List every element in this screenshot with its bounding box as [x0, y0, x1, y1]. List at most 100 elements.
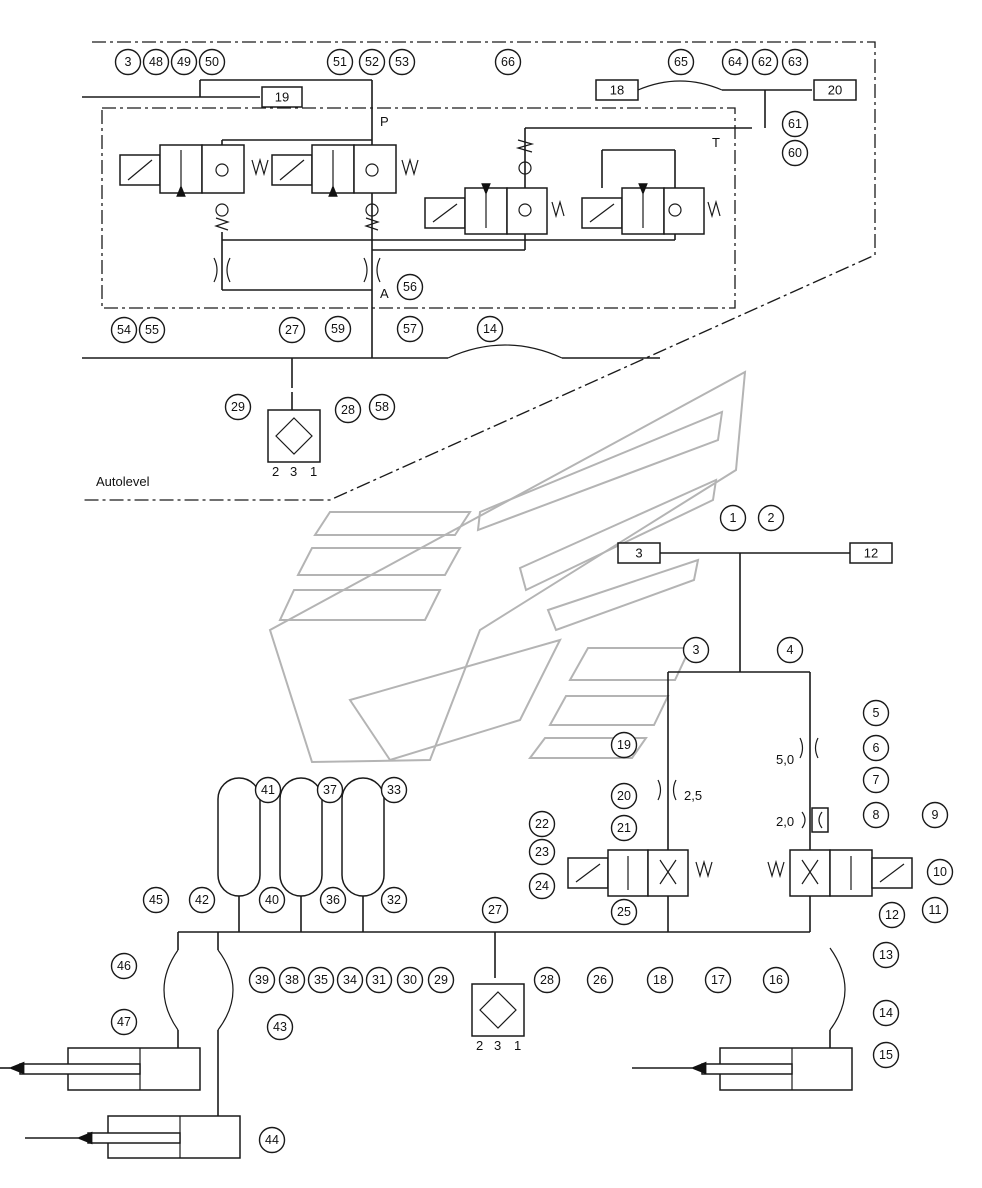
top-sensor-pin-1: 1 — [310, 464, 317, 479]
svg-text:61: 61 — [788, 117, 802, 131]
svg-text:33: 33 — [387, 783, 401, 797]
svg-text:5: 5 — [873, 706, 880, 720]
watermark-logo — [268, 370, 747, 764]
callout-1: 1 — [719, 504, 747, 532]
callout-40: 40 — [258, 886, 286, 914]
callout-34: 34 — [336, 966, 364, 994]
svg-text:20: 20 — [617, 789, 631, 803]
callout-23: 23 — [528, 838, 556, 866]
autolevel-label: Autolevel — [96, 474, 150, 489]
svg-text:41: 41 — [261, 783, 275, 797]
callout-3: 3 — [114, 48, 142, 76]
svg-text:58: 58 — [375, 400, 389, 414]
callout-28: 28 — [334, 396, 362, 424]
callout-41: 41 — [254, 776, 282, 804]
callout-4: 4 — [776, 636, 804, 664]
svg-text:21: 21 — [617, 821, 631, 835]
ref-box-19-label: 19 — [275, 90, 289, 105]
svg-text:36: 36 — [326, 893, 340, 907]
callout-27: 27 — [481, 896, 509, 924]
svg-text:3: 3 — [693, 643, 700, 657]
svg-text:24: 24 — [535, 879, 549, 893]
callout-32: 32 — [380, 886, 408, 914]
callout-59: 59 — [324, 315, 352, 343]
svg-text:38: 38 — [285, 973, 299, 987]
callout-50: 50 — [198, 48, 226, 76]
autolevel-circuit: 19 P A — [82, 79, 857, 463]
svg-text:40: 40 — [265, 893, 279, 907]
svg-text:27: 27 — [488, 903, 502, 917]
bottom-sensor-pin-2: 2 — [476, 1038, 483, 1053]
callout-18: 18 — [646, 966, 674, 994]
svg-text:60: 60 — [788, 146, 802, 160]
svg-text:57: 57 — [403, 322, 417, 336]
svg-text:35: 35 — [314, 973, 328, 987]
callout-14: 14 — [872, 999, 900, 1027]
callout-14: 14 — [476, 315, 504, 343]
orifice-5-0-label: 5,0 — [776, 752, 794, 767]
callout-33: 33 — [380, 776, 408, 804]
callout-28: 28 — [533, 966, 561, 994]
svg-text:52: 52 — [365, 55, 379, 69]
svg-text:18: 18 — [653, 973, 667, 987]
callout-56: 56 — [396, 273, 424, 301]
svg-text:2: 2 — [768, 511, 775, 525]
callout-63: 63 — [781, 48, 809, 76]
svg-text:32: 32 — [387, 893, 401, 907]
callout-58: 58 — [368, 393, 396, 421]
callout-16: 16 — [762, 966, 790, 994]
callout-2: 2 — [757, 504, 785, 532]
svg-text:47: 47 — [117, 1015, 131, 1029]
ref-box-19 — [261, 86, 303, 108]
callout-64: 64 — [721, 48, 749, 76]
svg-text:51: 51 — [333, 55, 347, 69]
callout-10: 10 — [926, 858, 954, 886]
svg-text:26: 26 — [593, 973, 607, 987]
callout-31: 31 — [365, 966, 393, 994]
callout-42: 42 — [188, 886, 216, 914]
svg-text:4: 4 — [787, 643, 794, 657]
callout-38: 38 — [278, 966, 306, 994]
svg-text:13: 13 — [879, 948, 893, 962]
callout-21: 21 — [610, 814, 638, 842]
callout-55: 55 — [138, 316, 166, 344]
callout-7: 7 — [862, 766, 890, 794]
callout-6: 6 — [862, 734, 890, 762]
autolevel-boundary — [82, 41, 876, 501]
callout-44: 44 — [258, 1126, 286, 1154]
svg-text:54: 54 — [117, 323, 131, 337]
svg-text:50: 50 — [205, 55, 219, 69]
svg-text:14: 14 — [879, 1006, 893, 1020]
top-sensor-pin-2: 2 — [272, 464, 279, 479]
bottom-sensor-pin-3: 3 — [494, 1038, 501, 1053]
svg-text:45: 45 — [149, 893, 163, 907]
svg-text:6: 6 — [873, 741, 880, 755]
svg-text:62: 62 — [758, 55, 772, 69]
svg-text:28: 28 — [540, 973, 554, 987]
svg-text:8: 8 — [873, 808, 880, 822]
callout-3: 3 — [682, 636, 710, 664]
orifice-2-5-label: 2,5 — [684, 788, 702, 803]
callout-25: 25 — [610, 898, 638, 926]
callout-51: 51 — [326, 48, 354, 76]
svg-text:12: 12 — [885, 908, 899, 922]
svg-text:23: 23 — [535, 845, 549, 859]
callout-15: 15 — [872, 1041, 900, 1069]
svg-text:30: 30 — [403, 973, 417, 987]
svg-text:37: 37 — [323, 783, 337, 797]
svg-text:16: 16 — [769, 973, 783, 987]
callout-61: 61 — [781, 110, 809, 138]
svg-text:28: 28 — [341, 403, 355, 417]
orifice-2-0-label: 2,0 — [776, 814, 794, 829]
callout-17: 17 — [704, 966, 732, 994]
svg-text:53: 53 — [395, 55, 409, 69]
svg-text:7: 7 — [873, 773, 880, 787]
svg-text:42: 42 — [195, 893, 209, 907]
svg-text:63: 63 — [788, 55, 802, 69]
svg-text:56: 56 — [403, 280, 417, 294]
ref-box-20 — [813, 79, 857, 101]
svg-text:64: 64 — [728, 55, 742, 69]
svg-text:1: 1 — [730, 511, 737, 525]
svg-text:19: 19 — [617, 738, 631, 752]
svg-text:10: 10 — [933, 865, 947, 879]
